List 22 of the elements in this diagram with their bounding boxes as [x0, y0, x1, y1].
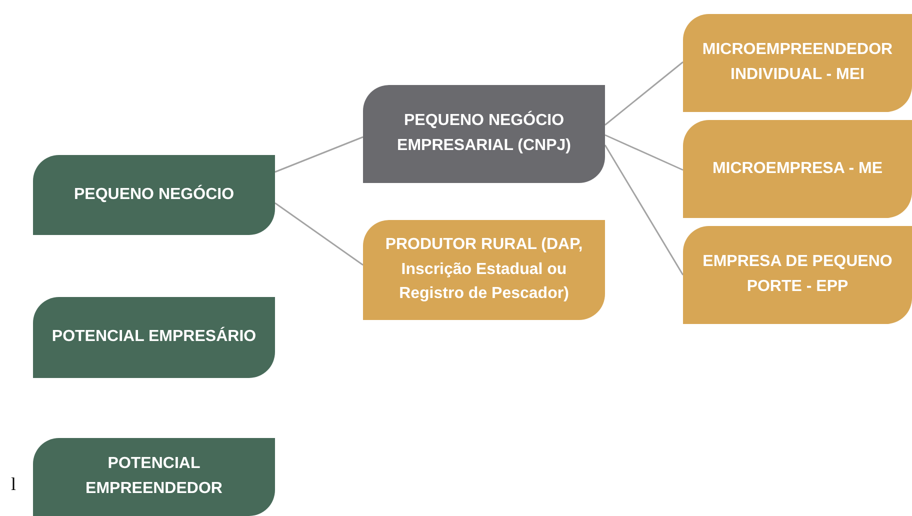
connector-line [604, 144, 684, 276]
category-box [33, 297, 275, 378]
node-label: MICROEMPREENDEDOR INDIVIDUAL - MEI [701, 40, 894, 85]
connector-line [604, 61, 684, 126]
node-label: PEQUENO NEGÓCIO [74, 184, 234, 205]
node-label: MICROEMPRESA - ME [712, 158, 883, 179]
category-box [363, 85, 605, 183]
category-box [683, 120, 912, 218]
category-box [683, 14, 912, 112]
category-box [363, 220, 605, 320]
connector-line [604, 134, 684, 171]
connector-line [274, 202, 364, 266]
stray-mark: l [11, 474, 16, 495]
node-label: POTENCIAL EMPREENDEDOR [84, 454, 224, 499]
category-box [33, 438, 275, 516]
connector-line [274, 136, 364, 173]
node-label: EMPRESA DE PEQUENO PORTE - EPP [702, 252, 894, 297]
node-label: POTENCIAL EMPRESÁRIO [52, 326, 256, 348]
node-label: PRODUTOR RURAL (DAP, Inscrição Estadual ou Registro de Pescador) [384, 234, 584, 304]
node-label: PEQUENO NEGÓCIO EMPRESARIAL (CNPJ) [396, 110, 572, 156]
category-box [683, 226, 912, 324]
category-box [33, 155, 275, 235]
